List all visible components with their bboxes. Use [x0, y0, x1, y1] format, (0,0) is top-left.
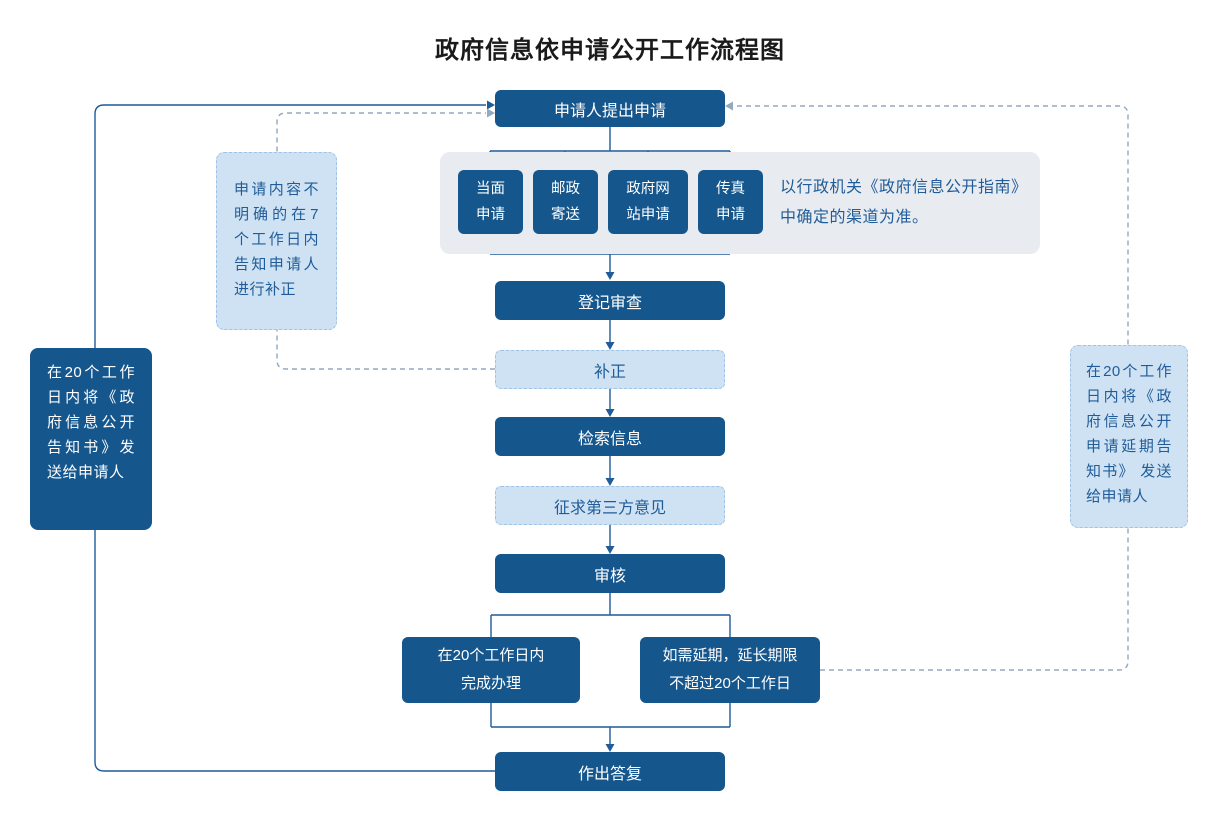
node-channel-mail: 邮政 寄送 — [533, 170, 598, 234]
node-search: 检索信息 — [495, 417, 725, 456]
node-reply: 作出答复 — [495, 752, 725, 791]
annotation-supplement-notice: 申请内容不明确的在7个工作日内告知申请人进行补正 — [216, 152, 337, 330]
node-register: 登记审查 — [495, 281, 725, 320]
annotation-extension-notice: 在20个工作日内将《政府信息公开申请延期告知书》 发送给申请人 — [1070, 345, 1188, 528]
node-extend: 如需延期，延长期限 不超过20个工作日 — [640, 637, 820, 703]
annotation-reply-notice: 在20个工作日内将《政府信息公开告知书》发送给申请人 — [30, 348, 152, 530]
channel-note: 以行政机关《政府信息公开指南》中确定的渠道为准。 — [780, 179, 1028, 226]
node-third-party: 征求第三方意见 — [495, 486, 725, 525]
node-complete: 在20个工作日内 完成办理 — [402, 637, 580, 703]
node-review: 审核 — [495, 554, 725, 593]
page-title: 政府信息依申请公开工作流程图 — [435, 37, 785, 64]
node-supplement: 补正 — [495, 350, 725, 389]
node-channel-website: 政府网 站申请 — [608, 170, 688, 234]
node-channel-fax: 传真 申请 — [698, 170, 763, 234]
node-channel-inperson: 当面 申请 — [458, 170, 523, 234]
node-apply: 申请人提出申请 — [495, 90, 725, 127]
